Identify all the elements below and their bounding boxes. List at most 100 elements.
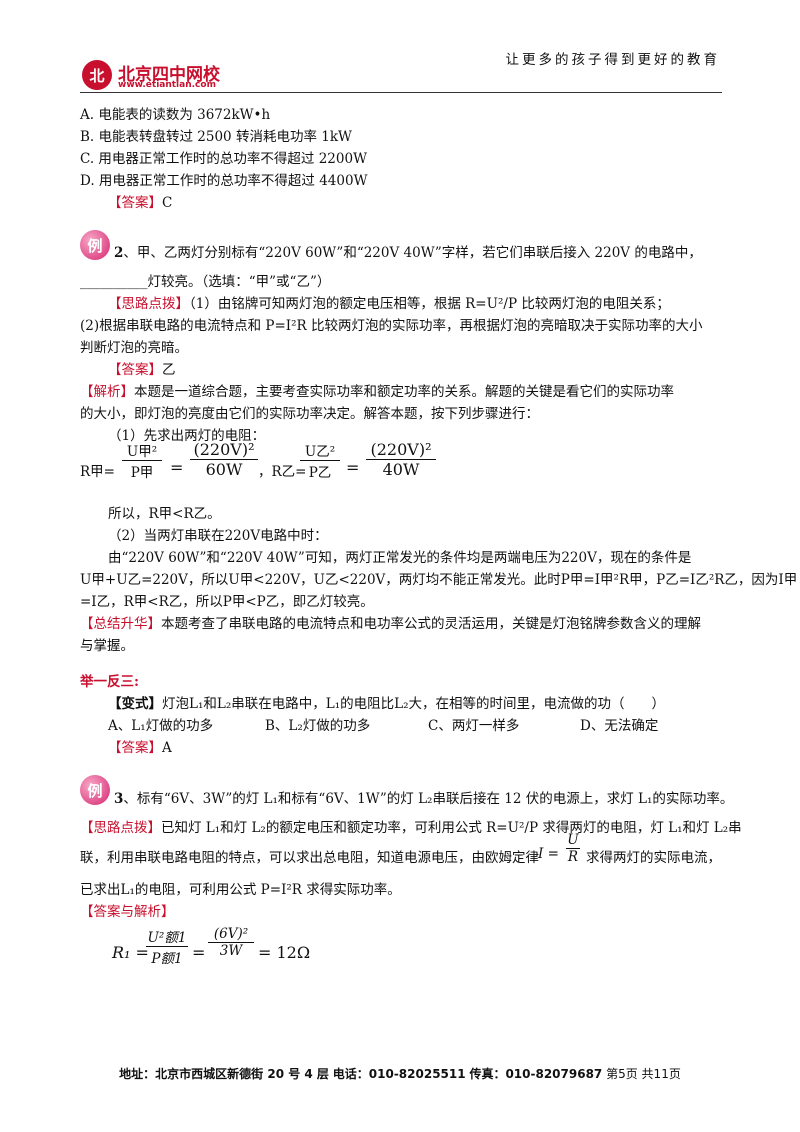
formula-r1-lhs: R₁ =	[112, 943, 149, 962]
hint-text: （1）由铭牌可知两灯泡的额定电压相等，根据 R=U²/P 比较两灯泡的电阻关系；	[189, 296, 670, 312]
ex3-number: 3	[114, 791, 124, 807]
practice-answer: 【答案】A	[108, 736, 172, 756]
numerator: (220V)²	[370, 440, 432, 459]
ex3-stem: 3、标有“6V、3W”的灯 L₁和标有“6V、1W”的灯 L₂串联后接在 12 …	[114, 787, 733, 807]
footer: 地址：北京市西城区新德街 20 号 4 层 电话：010-82025511 传真…	[0, 1065, 800, 1082]
q1-option-c: C. 用电器正常工作时的总功率不得超过 2200W	[80, 151, 367, 167]
practice-title: 举一反三:	[80, 674, 139, 690]
footer-phone: 010-82025511	[368, 1067, 466, 1081]
q1-option-d: D. 用电器正常工作时的总功率不得超过 4400W	[80, 173, 368, 189]
answer-value: 乙	[162, 362, 176, 378]
footer-address: 北京市西城区新德街 20 号 4 层	[155, 1067, 329, 1081]
answer-label: 【答案】	[108, 195, 162, 211]
q1-answer: 【答案】C	[108, 191, 172, 211]
ex2-stem-line2: __________灯较亮。（选填：“甲”或“乙”）	[80, 274, 331, 290]
practice-option-a: A、L₁灯做的功多	[108, 718, 214, 734]
formula-fraction-u-yi: U乙² P乙	[300, 440, 340, 481]
denominator: 3W	[219, 943, 243, 959]
analysis-text: 本题是一道综合题，主要考查实际功率和额定功率的关系。解题的关键是看它们的实际功率	[134, 384, 674, 400]
ex2-summary-line2: 与掌握。	[80, 638, 134, 654]
denominator: P额1	[151, 951, 183, 967]
ex3-hint-line2a: 联，利用串联电路电阻的特点，可以求出总电阻，知道电源电压，由欧姆定律	[80, 850, 539, 866]
practice-option-b: B、L₂灯做的功多	[265, 718, 371, 734]
denominator: 40W	[382, 460, 420, 479]
ex3-stem-text: 、标有“6V、3W”的灯 L₁和标有“6V、1W”的灯 L₂串联后接在 12 伏…	[123, 791, 734, 807]
answer-label: 【答案】	[108, 740, 162, 756]
variant-label: 【变式】	[108, 696, 162, 712]
variant-text: 灯泡L₁和L₂串联在电路中，L₁的电阻比L₂大，在相等的时间里，电流做的功（ ）	[162, 696, 666, 712]
example-badge-icon: 例	[80, 775, 110, 805]
logo-name: 北京四中网校	[118, 65, 220, 85]
ex2-number: 2	[114, 245, 124, 261]
logo-url: www.etiantian.com	[118, 80, 216, 90]
logo-icon: 北	[82, 60, 112, 90]
ohm-lhs: I =	[538, 846, 559, 862]
ex2-step2: （2）当两灯串联在220V电路中时：	[108, 528, 328, 544]
ex2-body-line3: =I乙，R甲<R乙，所以P甲<P乙，即乙灯较亮。	[80, 594, 374, 610]
header-divider	[80, 92, 722, 93]
denominator: P甲	[130, 465, 154, 481]
ex2-answer: 【答案】乙	[108, 358, 176, 378]
formula-fraction-u-jia: U甲² P甲	[122, 440, 162, 481]
footer-page-number: 第5页 共11页	[606, 1067, 681, 1081]
formula-fraction-values-yi: (220V)² 40W	[366, 440, 436, 479]
ex3-hint-line2b: 求得两灯的实际电流，	[586, 850, 721, 866]
numerator: (220V)²	[193, 440, 255, 459]
ex3-hint-line1: 【思路点拨】已知灯 L₁和灯 L₂的额定电压和额定功率，可利用公式 R=U²/P…	[80, 816, 742, 836]
footer-fax-label: 传真：	[469, 1067, 506, 1081]
practice-option-d: D、无法确定	[580, 718, 659, 734]
q1-option-b: B. 电能表转盘转过 2500 转消耗电功率 1kW	[80, 129, 352, 145]
slogan: 让更多的孩子得到更好的教育	[505, 52, 720, 68]
numerator: U²额1	[147, 930, 187, 946]
hint-label: 【思路点拨】	[108, 296, 189, 312]
fraction-bar	[366, 459, 436, 460]
formula-equals: =	[170, 458, 184, 477]
hint-label: 【思路点拨】	[80, 820, 161, 836]
fraction-bar	[300, 460, 340, 461]
formula-fraction-rated: U²额1 P额1	[146, 926, 188, 967]
denominator: 60W	[205, 460, 243, 479]
formula-fraction-values-jia: (220V)² 60W	[190, 440, 258, 479]
ex2-step1: （1）先求出两灯的电阻：	[108, 428, 266, 444]
practice-variant: 【变式】灯泡L₁和L₂串联在电路中，L₁的电阻比L₂大，在相等的时间里，电流做的…	[108, 692, 665, 712]
fraction-bar	[190, 459, 258, 460]
answer-value: C	[162, 195, 173, 211]
example-badge-icon: 例	[80, 230, 110, 260]
numerator: U	[567, 832, 579, 848]
footer-fax: 010-82079687	[505, 1067, 603, 1081]
analysis-label: 【解析】	[80, 384, 134, 400]
ex2-stem-text: 、甲、乙两灯分别标有“220V 60W”和“220V 40W”字样，若它们串联后…	[123, 245, 702, 261]
denominator: P乙	[308, 465, 332, 481]
denominator: R	[567, 849, 579, 865]
numerator: U乙²	[304, 444, 336, 460]
ohm-fraction: U R	[566, 832, 580, 865]
ex2-hint-line1: 【思路点拨】（1）由铭牌可知两灯泡的额定电压相等，根据 R=U²/P 比较两灯泡…	[108, 292, 670, 312]
ex2-analysis-line2: 的大小，即灯泡的亮度由它们的实际功率决定。解答本题，按下列步骤进行：	[80, 406, 539, 422]
ex2-body-line1: 由“220V 60W”和“220V 40W”可知，两灯正常发光的条件均是两端电压…	[108, 550, 692, 566]
formula-r-yi-label: ，R乙=	[258, 464, 307, 480]
ex2-hint-line3: 判断灯泡的亮暗。	[80, 340, 188, 356]
formula-r-jia-label: R甲=	[80, 464, 115, 480]
numerator: U甲²	[126, 444, 158, 460]
summary-label: 【总结升华】	[80, 616, 161, 632]
ex3-answer-label: 【答案与解析】	[80, 904, 175, 920]
formula-fraction-values: (6V)² 3W	[208, 926, 254, 959]
ex2-hint-line2: (2)根据串联电路的电流特点和 P=I²R 比较两灯泡的实际功率，再根据灯泡的亮…	[80, 318, 703, 334]
summary-text: 本题考查了串联电路的电流特点和电功率公式的灵活运用，关键是灯泡铭牌参数含义的理解	[161, 616, 701, 632]
practice-option-c: C、两灯一样多	[428, 718, 520, 734]
hint-text: 已知灯 L₁和灯 L₂的额定电压和额定功率，可利用公式 R=U²/P 求得两灯的…	[161, 820, 742, 836]
footer-address-label: 地址：	[119, 1067, 156, 1081]
answer-label: 【答案】	[108, 362, 162, 378]
ex3-hint-line3: 已求出L₁的电阻，可利用公式 P=I²R 求得实际功率。	[80, 882, 401, 898]
fraction-bar	[208, 942, 254, 943]
answer-value: A	[162, 740, 172, 756]
ex2-summary-line1: 【总结升华】本题考查了串联电路的电流特点和电功率公式的灵活运用，关键是灯泡铭牌参…	[80, 612, 701, 632]
ex2-body-line2: U甲+U乙=220V，所以U甲<220V，U乙<220V，两灯均不能正常发光。此…	[80, 572, 798, 588]
ex2-so: 所以，R甲<R乙。	[108, 506, 221, 522]
fraction-bar	[146, 946, 188, 947]
ex2-analysis-line1: 【解析】本题是一道综合题，主要考查实际功率和额定功率的关系。解题的关键是看它们的…	[80, 380, 674, 400]
numerator: (6V)²	[213, 926, 249, 942]
fraction-bar	[122, 460, 162, 461]
q1-option-a: A. 电能表的读数为 3672kW•h	[80, 107, 271, 123]
formula-result: = 12Ω	[258, 943, 311, 962]
